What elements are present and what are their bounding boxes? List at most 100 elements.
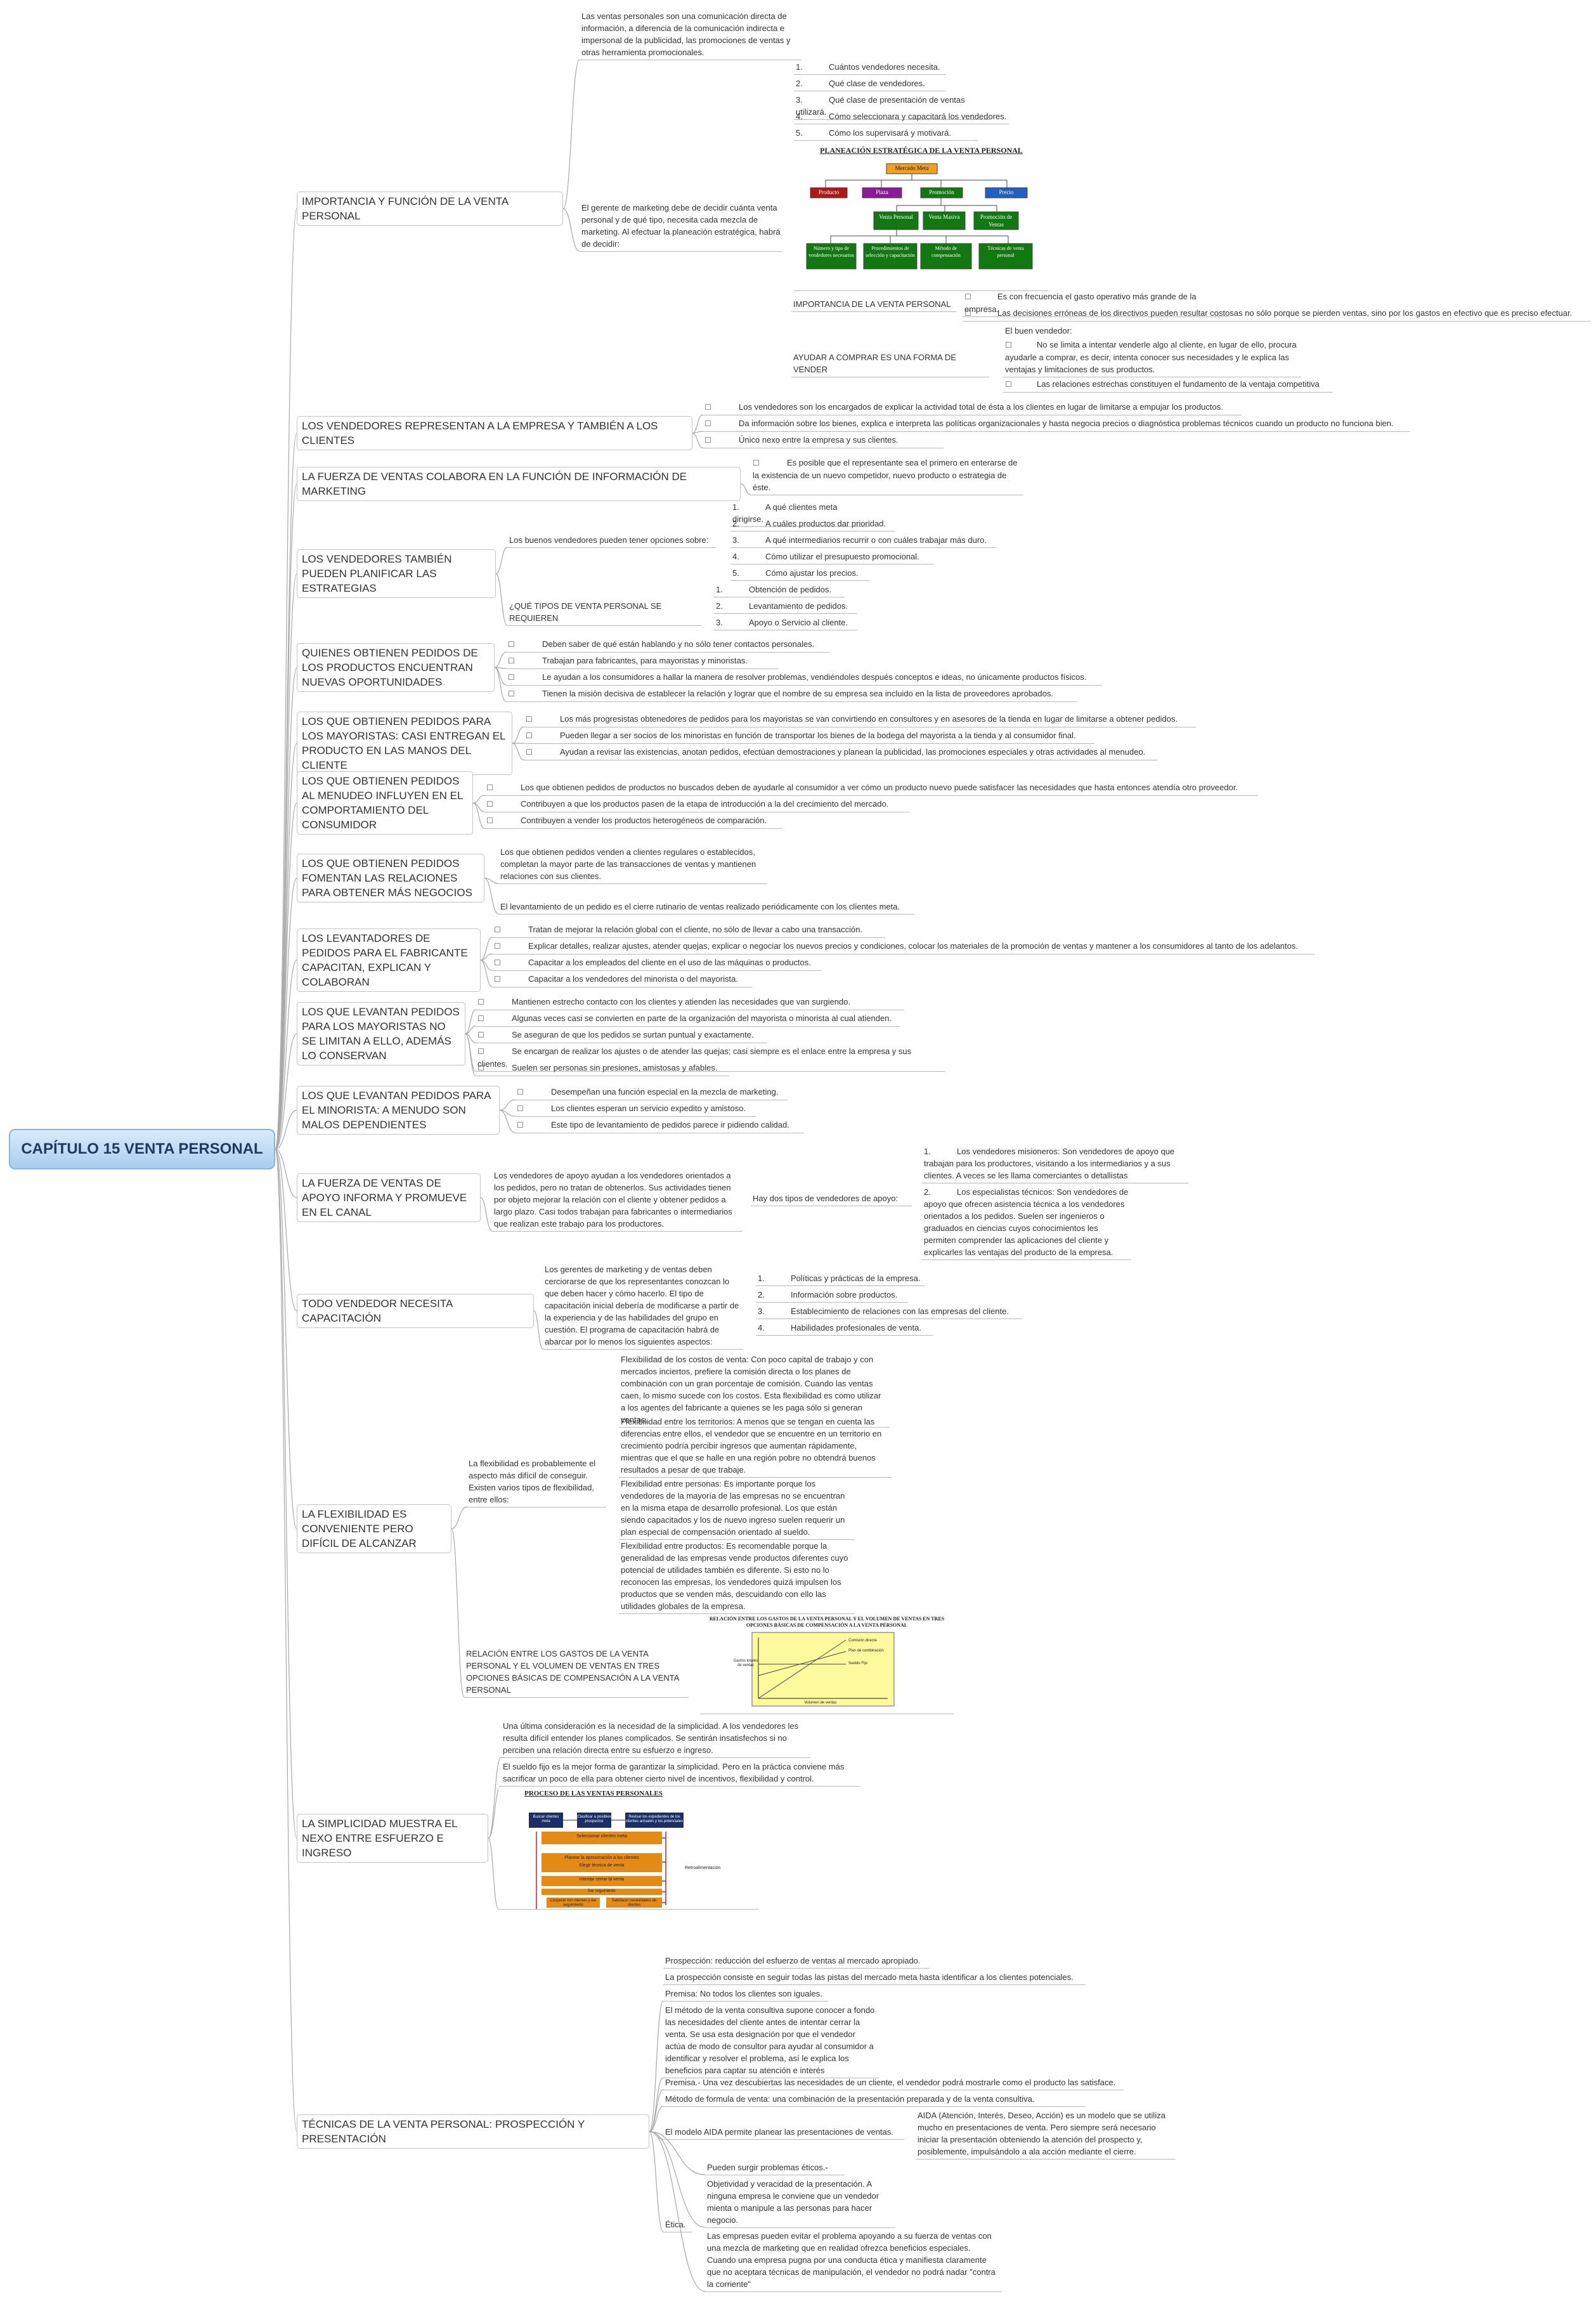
chart-ylabel: Gastos totales de ventas: [733, 1659, 758, 1667]
connector-line: [495, 573, 508, 626]
bullet-box-icon: ☐: [508, 689, 515, 698]
planeacion-node: Promoción de Ventas: [980, 214, 1013, 228]
levantan-mayoristas-item: ☐Suelen ser personas sin presiones, amis…: [476, 1062, 729, 1076]
bullet-box-icon: ☐: [517, 1104, 524, 1113]
representan-item: ☐Los vendedores son los encargados de ex…: [703, 401, 1242, 415]
bullet-box-icon: ☐: [486, 783, 493, 792]
branch-tecnicas[interactable]: TÉCNICAS DE LA VENTA PERSONAL: PROSPECCI…: [297, 2114, 649, 2149]
tipo-item: 2.Levantamiento de pedidos.: [714, 600, 857, 614]
etica-item: Las empresas pueden evitar el problema a…: [705, 2230, 1002, 2292]
bullet-box-icon: ☐: [486, 816, 493, 825]
opciones-label: Los buenos vendedores pueden tener opcio…: [507, 534, 717, 548]
branch-informacion[interactable]: LA FUERZA DE VENTAS COLABORA EN LA FUNCI…: [297, 467, 741, 501]
connector-line: [451, 1528, 465, 1698]
bullet-box-icon: ☐: [526, 748, 533, 757]
chart-legend-item: Comisión directa: [848, 1639, 877, 1643]
compensacion-chart-title: RELACIÓN ENTRE LOS GASTOS DE LA VENTA PE…: [709, 1616, 945, 1628]
connector-line: [494, 667, 507, 702]
menudeo-item: ☐Contribuyen a que los productos pasen d…: [484, 798, 909, 812]
apoyo-tipo-item: 1.Los vendedores misioneros: Son vendedo…: [922, 1145, 1188, 1183]
connector-line: [649, 2131, 706, 2228]
proceso-step: Dar seguimiento: [588, 1889, 616, 1893]
connector-line: [465, 1033, 476, 1076]
central-topic[interactable]: CAPÍTULO 15 VENTA PERSONAL: [9, 1129, 275, 1169]
bullet-box-icon: ☐: [477, 1064, 484, 1072]
connector-line: [649, 2131, 706, 2292]
connector-line: [465, 1009, 476, 1034]
proceso-side-label: Retroalimentación: [685, 1866, 721, 1870]
planeacion-node: Producto: [818, 189, 840, 195]
connector-line: [275, 667, 297, 1150]
planeacion-node: Procedimientos de selección y capacitaci…: [866, 245, 915, 258]
branch-capacitacion[interactable]: TODO VENDEDOR NECESITA CAPACITACIÓN: [297, 1294, 534, 1328]
branch-levantan-mayoristas[interactable]: LOS QUE LEVANTAN PEDIDOS PARA LOS MAYORI…: [297, 1002, 465, 1065]
branch-simplicidad[interactable]: LA SIMPLICIDAD MUESTRA EL NEXO ENTRE ESF…: [297, 1814, 488, 1863]
aida-text: AIDA (Atención, Interés, Deseo, Acción) …: [916, 2109, 1176, 2159]
connector-line: [512, 726, 524, 744]
connector-line: [275, 208, 297, 1150]
branch-menudeo[interactable]: LOS QUE OBTIENEN PEDIDOS AL MENUDEO INFL…: [297, 771, 473, 835]
proceso-diagram: PROCESO DE LAS VENTAS PERSONALES Buscar …: [498, 1787, 758, 1910]
connector-line: [499, 1109, 516, 1133]
branch-minorista[interactable]: LOS QUE LEVANTAN PEDIDOS PARA EL MINORIS…: [297, 1086, 500, 1135]
bullet-box-icon: ☐: [508, 673, 515, 682]
branch-apoyo[interactable]: LA FUERZA DE VENTAS DE APOYO INFORMA Y P…: [297, 1173, 481, 1222]
branch-importancia[interactable]: IMPORTANCIA Y FUNCIÓN DE LA VENTA PERSON…: [297, 192, 563, 226]
capacitacion-text: Los gerentes de marketing y de ventas de…: [543, 1263, 743, 1350]
branch-planificar[interactable]: LOS VENDEDORES TAMBIÉN PUEDEN PLANIFICAR…: [297, 549, 496, 598]
branch-oportunidades[interactable]: QUIENES OBTIENEN PEDIDOS DE LOS PRODUCTO…: [297, 643, 495, 692]
branch-mayoristas[interactable]: LOS QUE OBTIENEN PEDIDOS PARA LOS MAYORI…: [297, 712, 512, 775]
connector-line: [649, 2106, 664, 2132]
connector-line: [484, 877, 499, 884]
bullet-box-icon: ☐: [526, 715, 533, 724]
planeacion-node: Venta Masiva: [928, 214, 960, 220]
ayudar-item: ☐No se limita a intentar venderle algo a…: [1003, 339, 1301, 377]
bullet-box-icon: ☐: [477, 1014, 484, 1023]
representan-item: ☐Da información sobre los bienes, explic…: [703, 417, 1410, 432]
proceso-step: Seleccionar clientes meta: [576, 1834, 627, 1839]
bullet-box-icon: ☐: [517, 1121, 524, 1130]
tecnicas-item: Método de formula de venta: una combinac…: [663, 2093, 1086, 2107]
relacion-label: RELACIÓN ENTRE LOS GASTOS DE LA VENTA PE…: [464, 1648, 689, 1698]
branch-relaciones[interactable]: LOS QUE OBTIENEN PEDIDOS FOMENTAN LAS RE…: [297, 854, 484, 902]
proceso-title: PROCESO DE LAS VENTAS PERSONALES: [524, 1790, 663, 1797]
branch-flexibilidad[interactable]: LA FLEXIBILIDAD ES CONVENIENTE PERO DIFÍ…: [297, 1504, 451, 1553]
simplicidad-item: El sueldo fijo es la mejor forma de gara…: [501, 1761, 860, 1787]
minorista-item: ☐Desempeñan una función especial en la m…: [515, 1086, 788, 1100]
levantan-mayoristas-item: ☐Algunas veces casi se convierten en par…: [476, 1012, 900, 1027]
connector-line: [649, 2131, 664, 2232]
planeacion-node: Precio: [999, 189, 1014, 195]
importancia-intro: Las ventas personales son una comunicaci…: [580, 10, 801, 60]
tecnicas-item: La prospección consiste en seguir todas …: [663, 1971, 1086, 1985]
connector-line: [275, 960, 297, 1150]
connector-line: [451, 1506, 467, 1530]
opcion-item: 5.Cómo ajustar los precios.: [730, 567, 870, 581]
connector-line: [275, 573, 297, 1150]
planeacion-title: PLANEACIÓN ESTRATÉGICA DE LA VENTA PERSO…: [820, 146, 1023, 155]
proceso-node: Satisfacer necesidades de clientes: [611, 1899, 657, 1907]
planeacion-node: Plaza: [876, 189, 888, 195]
connector-line: [649, 2077, 664, 2132]
minorista-item: ☐Los clientes esperan un servicio expedi…: [515, 1102, 756, 1117]
proceso-step: Elegir técnica de venta: [579, 1863, 625, 1868]
connector-line: [275, 1149, 297, 1199]
branch-fabricante[interactable]: LOS LEVANTADORES DE PEDIDOS PARA EL FABR…: [297, 928, 481, 992]
bullet-box-icon: ☐: [753, 459, 760, 467]
connector-line: [512, 743, 524, 760]
minorista-item: ☐Este tipo de levantamiento de pedidos p…: [515, 1119, 804, 1133]
connector-line: [499, 1099, 516, 1111]
opcion-item: 1.A qué clientes meta dirigirse.: [730, 501, 870, 527]
planeacion-node: Venta Personal: [879, 214, 913, 220]
bullet-box-icon: ☐: [964, 292, 971, 301]
planeacion-node: Mercado Meta: [895, 165, 929, 171]
branch-representan[interactable]: LOS VENDEDORES REPRESENTAN A LA EMPRESA …: [297, 416, 692, 450]
bullet-box-icon: ☐: [494, 958, 501, 967]
comision-line: [758, 1639, 847, 1699]
bullet-box-icon: ☐: [477, 1047, 484, 1056]
oportunidades-item: ☐Le ayudan a los consumidores a hallar l…: [506, 671, 1102, 686]
bullet-box-icon: ☐: [704, 403, 711, 412]
apoyo-tipos-label: Hay dos tipos de vendedores de apoyo:: [751, 1192, 912, 1206]
connector-line: [480, 1197, 493, 1232]
bullet-box-icon: ☐: [477, 998, 484, 1006]
bullet-box-icon: ☐: [494, 925, 501, 934]
